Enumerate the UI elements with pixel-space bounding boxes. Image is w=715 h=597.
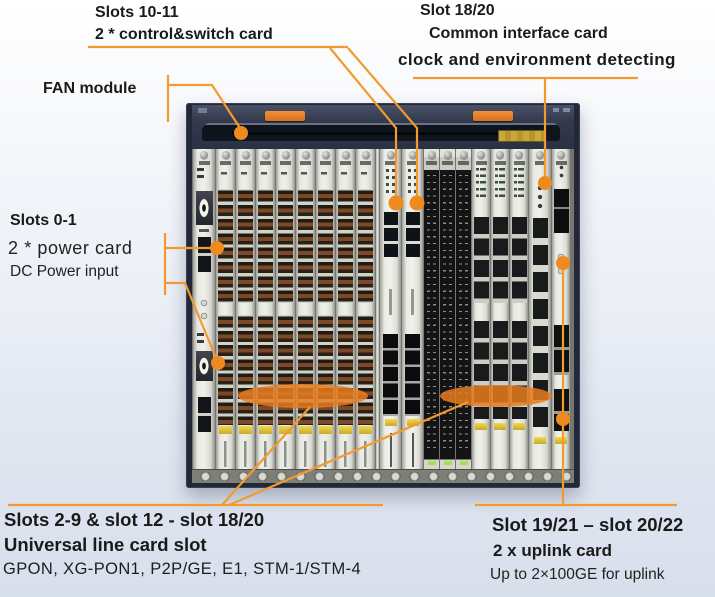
card-slot-module-2	[491, 149, 509, 469]
card-cage	[192, 149, 574, 469]
warning-sticker	[498, 130, 546, 142]
card-slot-line-8	[356, 149, 375, 469]
bottom-rail	[192, 469, 574, 483]
card-slot-line-4	[276, 149, 295, 469]
label-slots-0-1-desc2: DC Power input	[10, 263, 119, 280]
fan-handle-left	[265, 111, 305, 121]
label-slots-10-11-desc: 2 * control&switch card	[95, 26, 273, 43]
label-slot-18-20-desc1: Common interface card	[429, 25, 608, 42]
card-slot-highdensity-3	[456, 149, 471, 469]
card-slot-line-2	[236, 149, 255, 469]
label-slot-18-20-title: Slot 18/20	[420, 2, 495, 19]
card-slot-line-6	[316, 149, 335, 469]
card-slot-highdensity-1	[424, 149, 439, 469]
blank-filler	[376, 149, 379, 469]
card-slot-control-1	[380, 149, 401, 469]
fan-handle-right	[473, 111, 513, 121]
label-fan-module: FAN module	[43, 80, 137, 97]
card-slot-power	[193, 149, 215, 469]
label-line-cards-desc2: GPON, XG-PON1, P2P/GE, E1, STM-1/STM-4	[3, 560, 362, 578]
card-slot-module-1	[472, 149, 490, 469]
card-slot-uplink	[552, 149, 570, 469]
label-slots-0-1-title: Slots 0-1	[10, 212, 77, 229]
fan-tray	[192, 105, 574, 152]
card-slot-control-2	[402, 149, 423, 469]
card-slot-line-5	[296, 149, 315, 469]
olt-chassis-photo	[186, 103, 580, 488]
card-slot-line-1	[216, 149, 235, 469]
fan-tray-marks	[553, 108, 570, 112]
label-uplink-title: Slot 19/21 – slot 20/22	[492, 514, 684, 535]
card-slot-line-7	[336, 149, 355, 469]
card-slot-line-3	[256, 149, 275, 469]
label-uplink-desc2: Up to 2×100GE for uplink	[490, 566, 665, 583]
label-uplink-desc1: 2 x uplink card	[493, 541, 613, 560]
vendor-logo	[198, 108, 207, 113]
card-slot-highdensity-2	[440, 149, 455, 469]
card-slot-common-interface	[529, 149, 551, 469]
label-line-cards-title: Slots 2-9 & slot 12 - slot 18/20	[4, 509, 265, 530]
label-line-cards-desc1: Universal line card slot	[4, 534, 207, 555]
label-slots-0-1-desc1: 2 * power card	[8, 238, 133, 258]
card-slot-module-3	[510, 149, 528, 469]
label-slot-18-20-desc2: clock and environment detecting	[398, 50, 676, 69]
label-slots-10-11-title: Slots 10-11	[95, 4, 179, 21]
